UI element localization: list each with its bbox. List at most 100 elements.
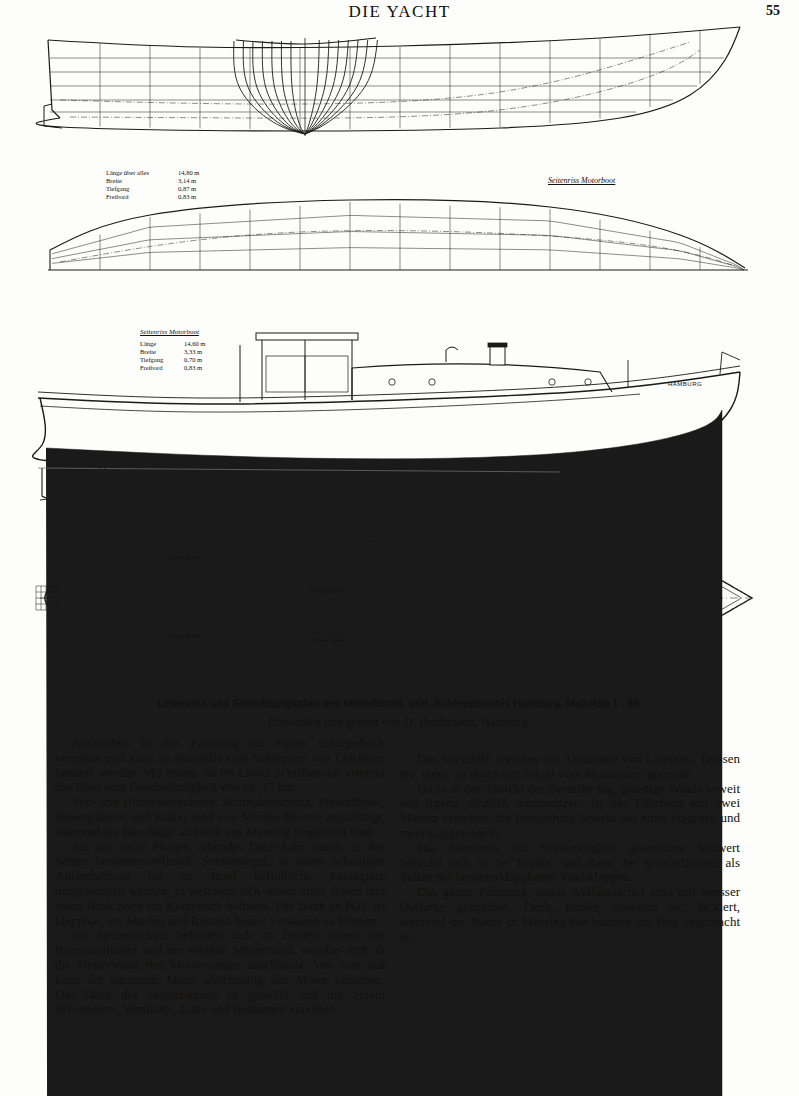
dimension-label: 3,14 m bbox=[178, 177, 196, 184]
waterline bbox=[50, 58, 724, 59]
station-line bbox=[150, 217, 151, 270]
station-line bbox=[700, 31, 701, 84]
bench bbox=[108, 630, 258, 645]
body-plan-deck bbox=[236, 38, 376, 44]
waterline bbox=[50, 86, 697, 87]
dimension-label: 0,87 m bbox=[178, 185, 196, 192]
dimension-label: Länge bbox=[140, 340, 156, 347]
waterline bbox=[50, 100, 673, 101]
station-line bbox=[500, 207, 501, 270]
porthole bbox=[429, 379, 435, 385]
gull bbox=[478, 970, 536, 994]
deck-plan bbox=[36, 535, 752, 661]
figure-caption: Linienriss und Einrichtungsplan des Moto… bbox=[20, 697, 779, 710]
dimension-label: Tiefgang bbox=[106, 185, 129, 192]
dimension-label: Freibord bbox=[106, 193, 128, 200]
diagonal bbox=[60, 231, 735, 266]
cockpit-window bbox=[266, 356, 348, 392]
dimension-label: 0,70 m bbox=[184, 356, 202, 363]
bench bbox=[108, 551, 258, 566]
waterline bbox=[50, 72, 711, 73]
dimension-label: Länge über alles bbox=[106, 169, 149, 176]
stern-grid bbox=[36, 586, 58, 587]
station-line bbox=[650, 35, 651, 107]
chimney-cap bbox=[488, 343, 507, 347]
plan-label: Feste Bank bbox=[313, 636, 344, 644]
awning-roof bbox=[256, 333, 358, 340]
body-paragraph: Das hierdurch zur Notwendigkeit geworden… bbox=[400, 841, 740, 885]
drawing-line bbox=[44, 104, 62, 128]
waterline bbox=[52, 215, 744, 270]
ventilator bbox=[446, 347, 458, 362]
waterway bbox=[53, 541, 741, 598]
body-plan-section bbox=[272, 41, 305, 134]
gull bbox=[520, 958, 561, 975]
body-paragraph: Da es in der Absicht der Besteller lag, … bbox=[400, 782, 740, 841]
station-line bbox=[100, 43, 101, 126]
hatch bbox=[484, 588, 516, 606]
waterline bbox=[52, 248, 744, 270]
drawing-line bbox=[38, 372, 740, 404]
plan-label: Kleine Bank bbox=[165, 632, 200, 640]
awning-post bbox=[305, 340, 306, 400]
body-plan-section bbox=[305, 40, 339, 134]
projection-arc bbox=[258, 472, 348, 524]
bitt bbox=[660, 590, 674, 604]
station-line bbox=[100, 235, 101, 271]
body-plan-section bbox=[234, 41, 305, 134]
dimension-label: Breite bbox=[106, 177, 122, 184]
rubbing-strake bbox=[40, 394, 640, 412]
waterline bbox=[52, 232, 744, 270]
porthole bbox=[389, 379, 395, 385]
shaft bbox=[66, 476, 130, 482]
dimension-label: Freibord bbox=[140, 364, 162, 371]
projection-arc bbox=[272, 472, 332, 510]
text-column: Das Vorschiff, welches zur Aufnahme von … bbox=[400, 752, 740, 944]
plan-label: Klapp-Tisch bbox=[311, 587, 346, 595]
body-plan-section bbox=[281, 41, 305, 134]
tiller bbox=[230, 572, 250, 604]
station-line bbox=[450, 45, 451, 128]
body-paragraph: Das Vorschiff, welches zur Aufnahme von … bbox=[400, 752, 740, 782]
drawing-line bbox=[214, 581, 230, 588]
station-line bbox=[200, 48, 201, 128]
station-line bbox=[350, 47, 351, 129]
station-line bbox=[600, 39, 601, 119]
awning-post bbox=[262, 340, 263, 400]
porthole bbox=[549, 379, 555, 385]
drawing-line bbox=[49, 250, 50, 270]
waterline bbox=[50, 112, 636, 113]
porthole bbox=[585, 379, 591, 385]
dimension-label: Breite bbox=[140, 348, 156, 355]
body-paragraph: Ein auf sechs Pfosten ruhendes Dach kann… bbox=[55, 840, 385, 929]
body-plan-centre bbox=[305, 38, 306, 136]
engine-room-roof bbox=[352, 364, 612, 400]
bulkhead bbox=[611, 552, 612, 646]
engine-part bbox=[540, 588, 562, 606]
station-line bbox=[500, 43, 501, 127]
stern-grid bbox=[36, 610, 58, 611]
rudder bbox=[42, 468, 66, 499]
buttock-line bbox=[60, 42, 690, 104]
drawing-line bbox=[50, 200, 745, 268]
folding-table bbox=[292, 582, 364, 602]
text-column: Ausserdem ist das Fahrzeug mit einem Sch… bbox=[55, 736, 385, 1017]
station-line bbox=[300, 48, 301, 131]
chimney bbox=[490, 345, 505, 365]
stern-grid bbox=[36, 592, 58, 593]
bow-fitting bbox=[720, 352, 740, 374]
station-line bbox=[550, 41, 551, 123]
station-line bbox=[700, 247, 701, 270]
dimension-label: Tiefgang bbox=[140, 356, 163, 363]
lantern-post bbox=[628, 360, 629, 388]
dimension-label: Seitenriss Motorboot bbox=[548, 176, 615, 185]
body-plan-section bbox=[243, 41, 305, 134]
station-line bbox=[400, 47, 401, 129]
fuel-tank bbox=[266, 606, 280, 654]
centre-line bbox=[40, 598, 752, 599]
dimension-label: 14,60 m bbox=[184, 340, 205, 347]
mast bbox=[240, 345, 241, 402]
gull-vignette bbox=[478, 958, 585, 1015]
dimension-label: 14,80 m bbox=[178, 169, 199, 176]
body-plan-section bbox=[253, 41, 305, 134]
